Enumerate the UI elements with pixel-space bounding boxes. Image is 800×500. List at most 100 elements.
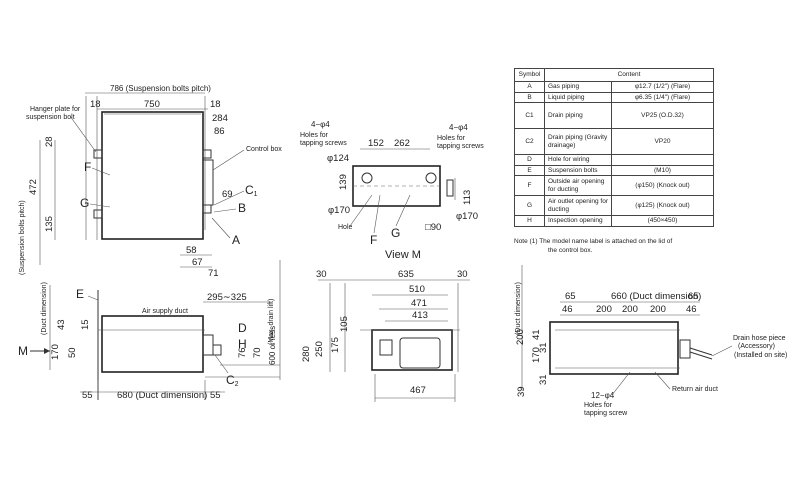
dim-510: 510 xyxy=(409,284,425,295)
dim-170b: φ170 xyxy=(456,211,478,222)
label-G-view-m: G xyxy=(391,226,400,240)
dim-30a: 30 xyxy=(316,269,327,280)
dim-90: □90 xyxy=(425,222,441,233)
dim-680: 680 (Duct dimension) xyxy=(117,390,207,401)
label-hole: Hole xyxy=(338,224,353,231)
svg-text:tapping screw: tapping screw xyxy=(584,410,628,417)
dim-467: 467 xyxy=(410,385,426,396)
label-return-air: Return air duct xyxy=(672,386,718,393)
label-12-holes: 12−φ4 xyxy=(591,391,615,400)
dim-472: 472 xyxy=(28,179,39,195)
dim-55a: 55 xyxy=(82,390,93,401)
side-view: 30 635 30 510 471 413 105 175 250 280 46… xyxy=(301,269,470,402)
unit-body-rear xyxy=(549,321,679,375)
dim-39: 39 xyxy=(516,386,527,397)
label-suspension-pitch: (Suspension bolts pitch) xyxy=(19,200,26,275)
dim-69: 69 xyxy=(222,189,233,200)
dim-170a: φ170 xyxy=(328,205,350,216)
dim-46a: 46 xyxy=(562,304,573,315)
svg-text:(Accessory): (Accessory) xyxy=(738,343,775,350)
dim-15: 15 xyxy=(80,319,91,330)
dim-200-rear: 200 xyxy=(515,329,526,345)
dim-635: 635 xyxy=(398,269,414,280)
unit-body-top xyxy=(101,111,204,240)
dim-139: 139 xyxy=(338,174,349,190)
dim-471: 471 xyxy=(411,298,427,309)
svg-text:tapping screws: tapping screws xyxy=(437,143,484,150)
dim-413: 413 xyxy=(412,310,428,321)
dim-786: 786 (Suspension bolts pitch) xyxy=(110,84,211,93)
hanger-plate xyxy=(93,149,103,159)
dim-41: 41 xyxy=(531,329,542,340)
dim-46b: 46 xyxy=(686,304,697,315)
label-F-view-m: F xyxy=(370,233,377,247)
dim-170-rear: 170 xyxy=(531,347,542,363)
dim-18b: 18 xyxy=(210,99,221,110)
dim-65b: 65 xyxy=(688,291,699,302)
view-m: 4−φ4 Holes for tapping screws 4−φ4 Holes… xyxy=(300,120,484,261)
svg-text:(Duct dimension): (Duct dimension) xyxy=(41,282,48,335)
label-drain-hose: Drain hose piece xyxy=(733,335,786,342)
dim-76: 76 xyxy=(237,347,248,358)
dim-262: 262 xyxy=(394,138,410,149)
rear-view: (Duct dimension) 200 65 660 (Duct dimens… xyxy=(515,265,787,417)
note-line1: The model name label is attached on the … xyxy=(539,238,673,245)
dim-65a: 65 xyxy=(565,291,576,302)
dim-170-front: 170 xyxy=(50,344,61,360)
dim-250: 250 xyxy=(314,341,325,357)
dim-280: 280 xyxy=(301,346,312,362)
top-view: 786 (Suspension bolts pitch) 18 750 18 H… xyxy=(19,84,282,279)
label-hanger-plate: Hanger plate for xyxy=(30,106,81,113)
dim-31a: 31 xyxy=(538,342,549,353)
note-label: Note (1) xyxy=(514,238,538,245)
svg-text:Holes for: Holes for xyxy=(437,135,466,142)
dim-86: 86 xyxy=(214,126,225,137)
svg-text:4−φ4: 4−φ4 xyxy=(311,120,330,129)
dim-660: 660 (Duct dimension) xyxy=(611,291,701,302)
svg-text:(Duct dimension): (Duct dimension) xyxy=(515,282,522,335)
dim-28: 28 xyxy=(44,136,55,147)
dim-55b: 55 xyxy=(210,390,221,401)
dim-200c: 200 xyxy=(650,304,666,315)
svg-text:4−φ4: 4−φ4 xyxy=(449,123,468,132)
dim-70: 70 xyxy=(252,347,263,358)
dim-295-325: 295∼325 xyxy=(207,292,247,303)
dim-750: 750 xyxy=(144,99,160,110)
dim-67: 67 xyxy=(192,257,203,268)
svg-text:Holes for: Holes for xyxy=(300,132,329,139)
dim-113: 113 xyxy=(462,190,473,205)
note-line2: the control box. xyxy=(548,247,593,254)
dim-31b: 31 xyxy=(538,374,549,385)
label-C1: C1 xyxy=(245,183,258,198)
dim-105: 105 xyxy=(339,316,350,332)
dim-600: 600 or less xyxy=(268,326,277,365)
dim-152: 152 xyxy=(368,138,384,149)
symbol-table-header: Symbol Content xyxy=(514,68,714,82)
dim-200b: 200 xyxy=(622,304,638,315)
label-E: E xyxy=(76,287,84,301)
label-control-box: Control box xyxy=(246,146,282,153)
label-D: D xyxy=(238,321,247,335)
dim-200a: 200 xyxy=(596,304,612,315)
dim-58: 58 xyxy=(186,245,197,256)
control-box xyxy=(202,159,214,206)
dim-43: 43 xyxy=(56,319,67,330)
svg-text:(Installed on site): (Installed on site) xyxy=(734,352,787,359)
dim-124: φ124 xyxy=(327,153,349,164)
svg-text:(Max. drain lift): (Max. drain lift) xyxy=(268,299,275,345)
svg-text:Holes for: Holes for xyxy=(584,402,613,409)
label-A: A xyxy=(232,233,240,247)
label-air-supply: Air supply duct xyxy=(142,308,188,315)
dim-50: 50 xyxy=(67,347,78,358)
label-G: G xyxy=(80,196,89,210)
